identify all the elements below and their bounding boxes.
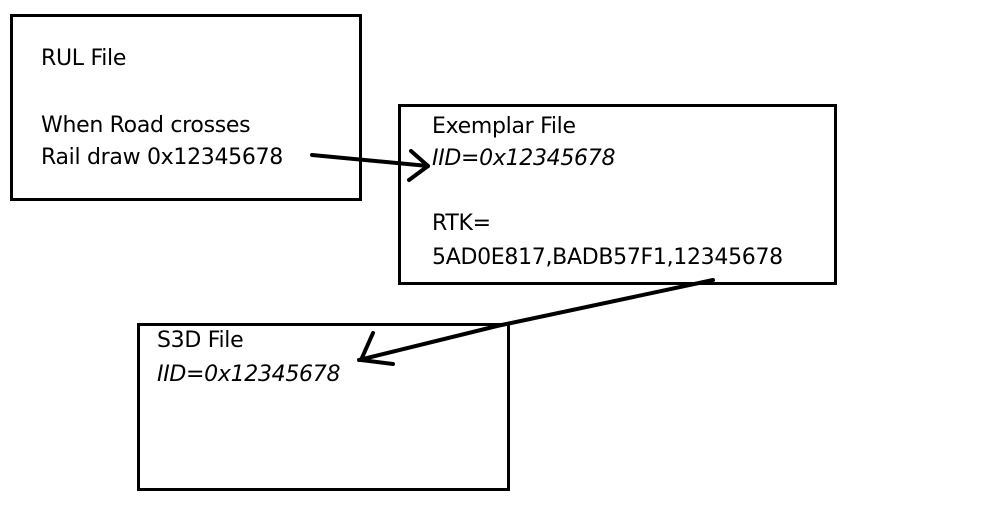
- arrow-exemplar-to-s3d: [357, 278, 715, 362]
- rul-rule-line-1: When Road crosses: [41, 113, 251, 138]
- exemplar-rtk-value: 5AD0E817,BADB57F1,12345678: [432, 245, 783, 270]
- rul-file-title: RUL File: [41, 46, 127, 71]
- arrowhead-exemplar-to-s3d: [359, 331, 395, 366]
- s3d-iid: IID=0x12345678: [157, 362, 341, 387]
- exemplar-rtk-label: RTK=: [432, 211, 491, 236]
- s3d-file-title: S3D File: [157, 328, 244, 353]
- exemplar-iid: IID=0x12345678: [432, 146, 616, 171]
- rul-rule-line-2: Rail draw 0x12345678: [41, 145, 283, 170]
- exemplar-file-title: Exemplar File: [432, 114, 576, 139]
- exemplar-file-box: [398, 104, 837, 285]
- arrowhead-rul-to-exemplar: [407, 149, 430, 182]
- arrow-rul-to-exemplar: [310, 153, 430, 168]
- s3d-file-box: [137, 323, 510, 491]
- rul-file-box: [10, 14, 362, 201]
